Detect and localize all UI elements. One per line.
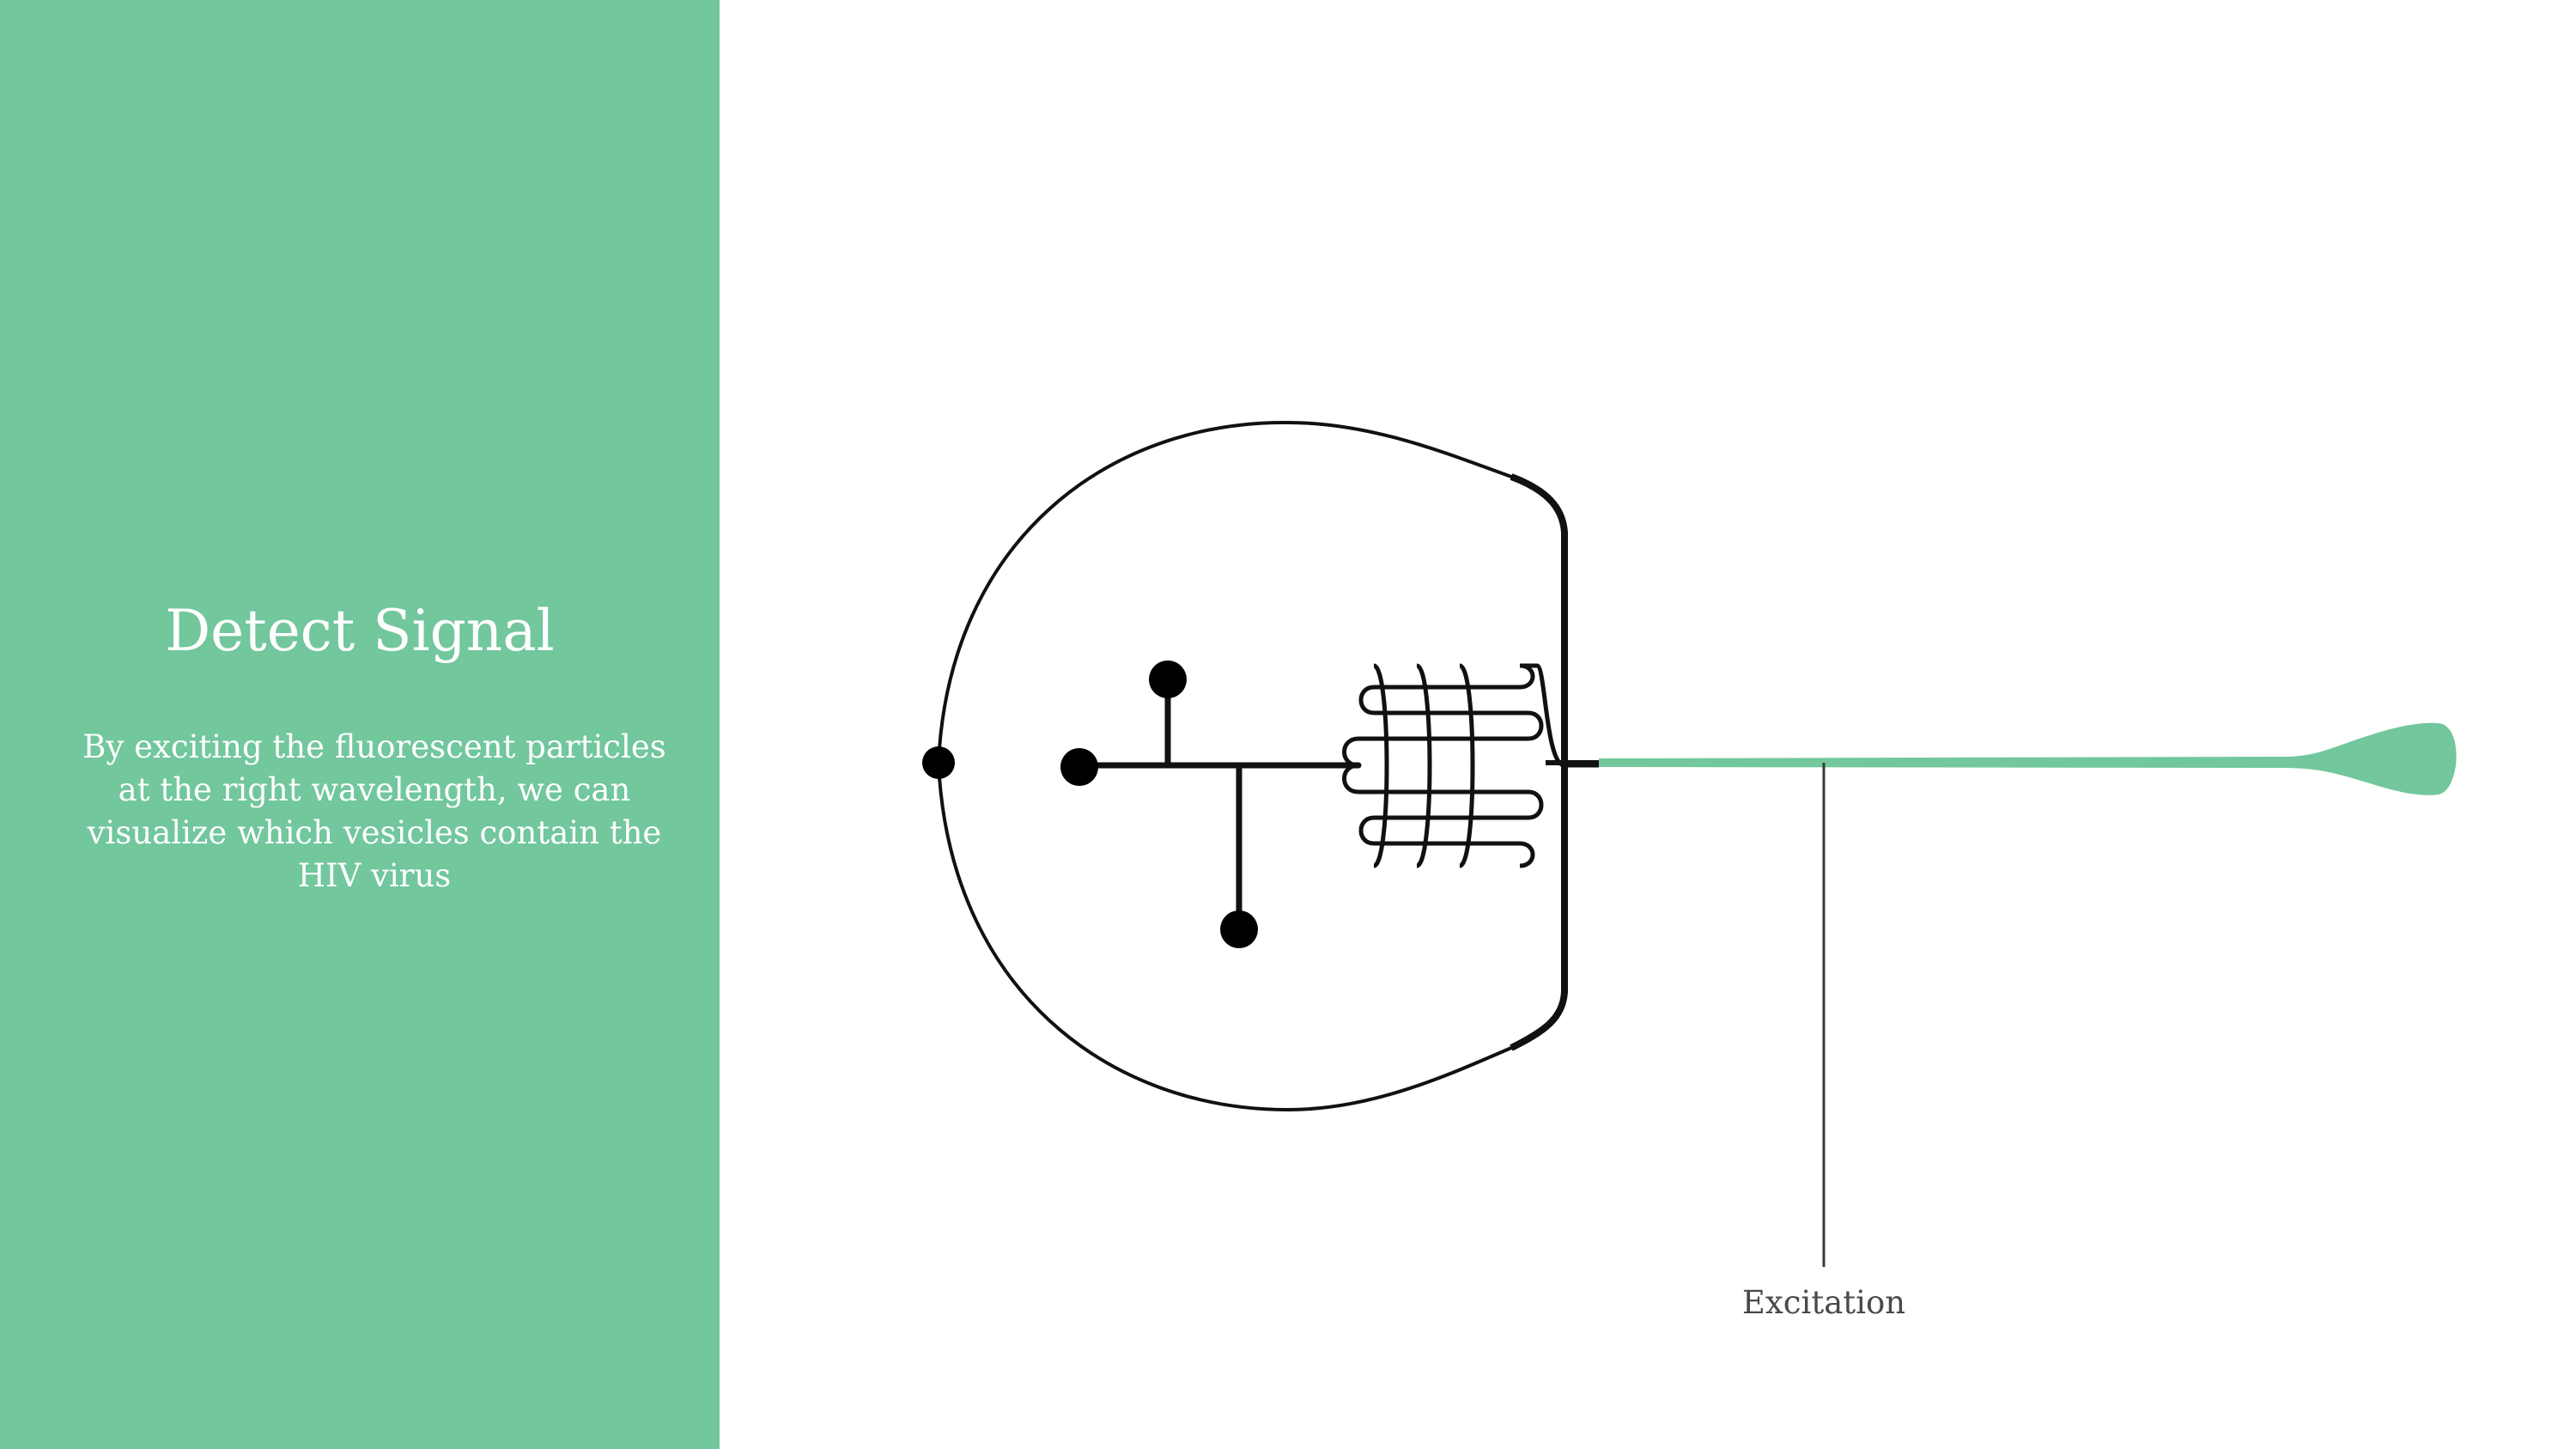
serpentine-mixer xyxy=(1342,663,1599,868)
inlet-port-bottom xyxy=(1220,910,1258,948)
edge-port xyxy=(922,746,955,779)
inlet-port-top xyxy=(1149,661,1187,698)
channel-network xyxy=(1076,676,1362,933)
detection-channel xyxy=(1599,722,2457,795)
inlet-port-left xyxy=(1060,748,1098,786)
excitation-label: Excitation xyxy=(1742,1284,1905,1321)
slide-description: By exciting the fluorescent particles at… xyxy=(82,728,666,894)
sidebar-panel: Detect Signal By exciting the fluorescen… xyxy=(0,0,720,1449)
slide-title: Detect Signal xyxy=(165,598,555,664)
chip-right-wall xyxy=(1510,473,1568,1051)
